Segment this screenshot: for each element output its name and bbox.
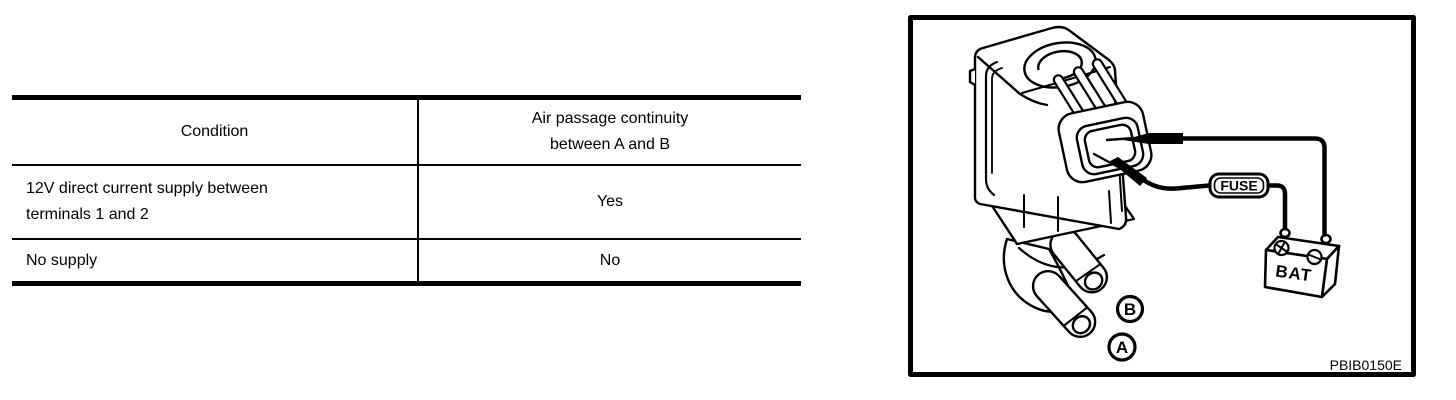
port-b-tube	[1049, 228, 1109, 294]
battery-post-right	[1320, 233, 1332, 245]
port-a-tube	[1031, 269, 1097, 339]
port-a-label: A	[1116, 338, 1128, 357]
wire-terminal1-to-battery	[1175, 136, 1327, 237]
port-b-callout: B	[1115, 294, 1145, 324]
fuse-label: FUSE	[1220, 178, 1257, 194]
cell-condition-no-supply: No supply	[12, 239, 419, 284]
continuity-spec-table: Condition Air passage continuity between…	[12, 95, 801, 286]
battery: BAT	[1263, 227, 1341, 299]
header-continuity: Air passage continuity between A and B	[418, 97, 801, 166]
battery-label: BAT	[1274, 262, 1313, 286]
test-probe-2	[1110, 157, 1147, 186]
valve-connector	[1057, 100, 1153, 184]
table-row: 12V direct current supply between termin…	[12, 165, 801, 240]
header-condition: Condition	[12, 97, 419, 166]
figure-code: PBIB0150E	[1330, 357, 1402, 373]
wire-terminal2-to-fuse	[1139, 176, 1213, 191]
table-row: No supply No	[12, 239, 801, 284]
fuse-box: FUSE	[1208, 172, 1270, 199]
wire-fuse-to-battery	[1265, 183, 1288, 233]
valve-circuit-figure: FUSE BAT B A	[908, 15, 1416, 377]
cell-condition-supply: 12V direct current supply between termin…	[12, 165, 419, 240]
port-a-callout: A	[1107, 332, 1137, 362]
test-probe-1	[1123, 133, 1183, 144]
cell-continuity-no: No	[599, 251, 621, 269]
table-header-row: Condition Air passage continuity between…	[12, 97, 801, 166]
port-b-label: B	[1124, 300, 1136, 319]
battery-post-left	[1279, 227, 1291, 239]
cell-continuity-yes: Yes	[418, 165, 801, 240]
